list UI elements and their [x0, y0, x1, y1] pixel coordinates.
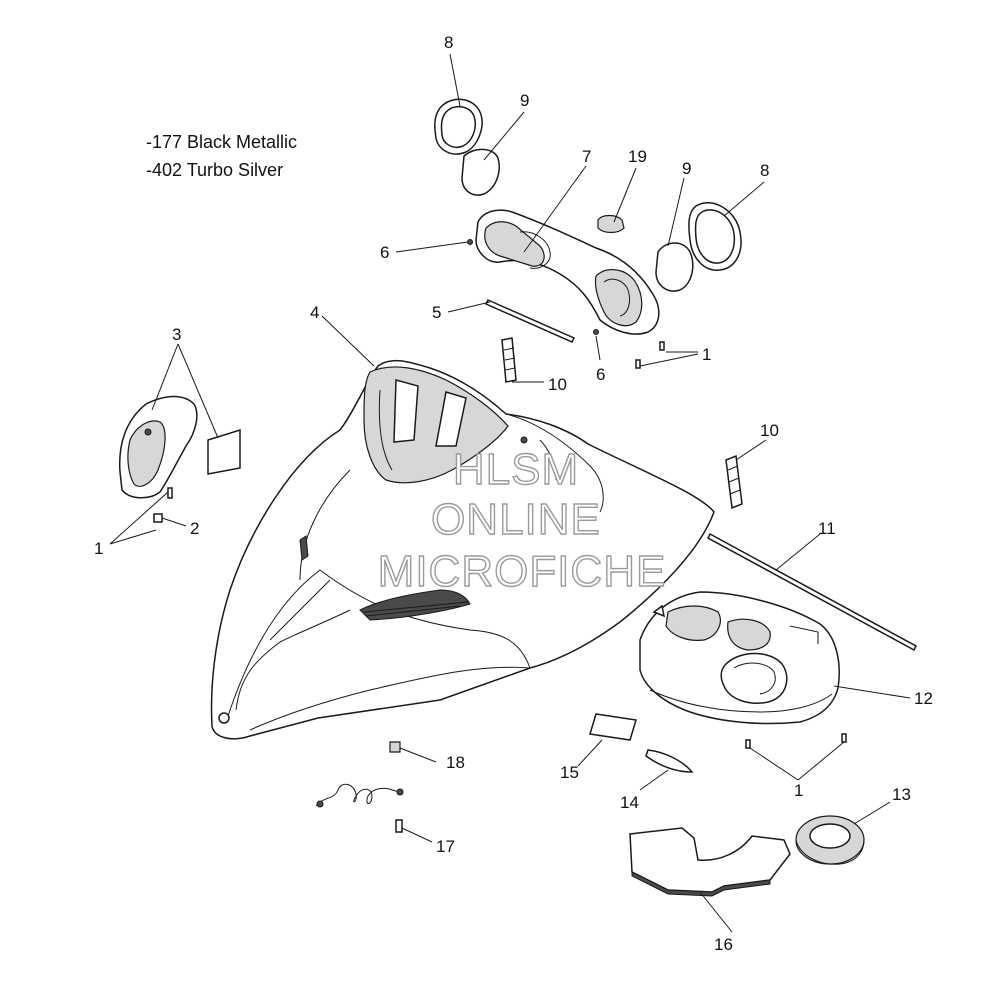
part-1-pins-lower: [745, 733, 847, 749]
part-16-foam-pad: [629, 827, 791, 897]
part-3-side-vent: [118, 395, 198, 499]
part-7-instrument-pod: [475, 209, 660, 335]
callout-9-right: 9: [682, 159, 691, 178]
hlsm-watermark: HLSM ONLINE MICROFICHE: [377, 444, 667, 596]
leader-lines: [109, 53, 911, 933]
part-9-lens-left: [461, 148, 500, 196]
part-4-hood: [210, 359, 715, 740]
callout-4: 4: [310, 303, 319, 322]
part-1-pin-left: [167, 487, 173, 499]
part-8-bezel-left: [434, 98, 483, 155]
part-13-foam-ring: [795, 815, 865, 865]
callout-17: 17: [436, 837, 455, 856]
part-10-bracket-lower: [725, 454, 743, 510]
callout-9-upper: 9: [520, 91, 529, 110]
part-3-decal: [207, 428, 241, 475]
callout-18: 18: [446, 753, 465, 772]
watermark-line-3: MICROFICHE: [378, 547, 667, 596]
legend-line-turbo-silver: -402 Turbo Silver: [146, 160, 284, 180]
callout-7: 7: [582, 147, 591, 166]
part-10-bracket-upper: [501, 337, 517, 383]
callout-13: 13: [892, 785, 911, 804]
part-11-trim-strip: [707, 532, 917, 652]
legend-line-black-metallic: -177 Black Metallic: [146, 132, 298, 152]
callout-19: 19: [628, 147, 647, 166]
part-9-lens-right: [655, 242, 694, 292]
callout-2: 2: [190, 519, 199, 538]
part-17-harness: [315, 783, 404, 833]
part-8-bezel-right: [688, 201, 742, 271]
callout-15: 15: [560, 763, 579, 782]
callout-6-upper: 6: [380, 243, 389, 262]
watermark-line-2: ONLINE: [431, 495, 601, 544]
part-2-clip: [153, 513, 163, 523]
part-14-decal: [645, 749, 694, 773]
part-15-decal: [589, 713, 637, 741]
callout-3: 3: [172, 325, 181, 344]
color-legend: -177 Black Metallic -402 Turbo Silver: [146, 128, 297, 184]
callout-10-upper: 10: [548, 375, 567, 394]
callout-1-lower: 1: [794, 781, 803, 800]
part-19-small-cap: [597, 214, 625, 234]
callout-labels: 8 9 7 19 9 8 6 5 6 1 10 4 3 2 1 10 11 12…: [94, 33, 933, 954]
callout-1-upper: 1: [702, 345, 711, 364]
callout-5: 5: [432, 303, 441, 322]
part-18-clip: [389, 741, 401, 753]
part-5-trim-strip: [484, 299, 576, 343]
part-12-lower-console: [639, 591, 840, 725]
part-6-screw-bottom: [593, 329, 599, 335]
callout-16: 16: [714, 935, 733, 954]
part-6-screw-top: [467, 239, 473, 245]
callout-1-left: 1: [94, 539, 103, 558]
callout-6-lower: 6: [596, 365, 605, 384]
callout-12: 12: [914, 689, 933, 708]
callout-14: 14: [620, 793, 639, 812]
callout-11: 11: [818, 519, 836, 538]
callout-10-lower: 10: [760, 421, 779, 440]
part-1-pins-upper: [635, 341, 665, 369]
watermark-line-1: HLSM: [453, 445, 579, 494]
callout-8-right: 8: [760, 161, 769, 180]
callout-8-upper: 8: [444, 33, 453, 52]
